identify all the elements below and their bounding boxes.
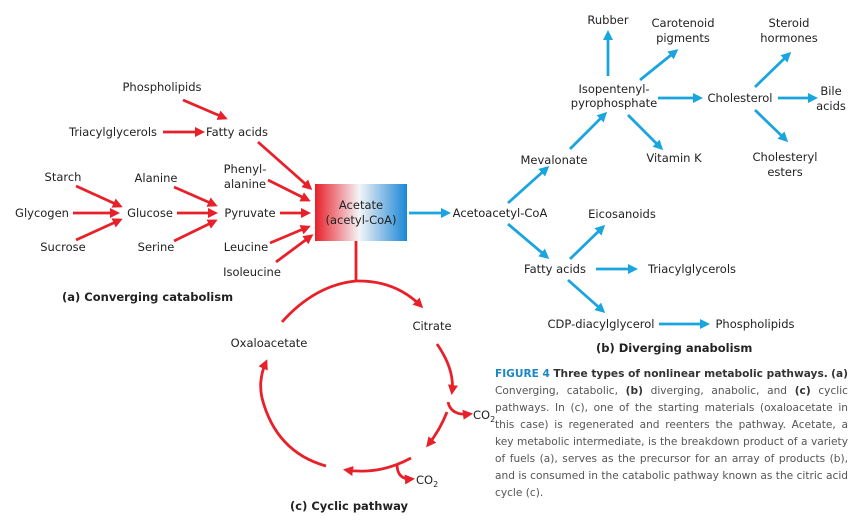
label-phenylalanine-2: alanine xyxy=(224,177,266,191)
label-pyruvate: Pyruvate xyxy=(224,206,275,220)
arrow-to-oxaloacetate xyxy=(258,359,327,468)
arrow-phenylalanine-to-acetate xyxy=(267,178,311,202)
arrow-fatty-acids-to-cdp xyxy=(567,278,606,314)
arrow-acetoacetyl-to-fatty-acids xyxy=(507,222,550,259)
label-isopentenyl-1: Isopentenyl- xyxy=(578,82,649,96)
arrow-leucine-to-acetate xyxy=(269,225,311,245)
label-fatty-acids-out: Fatty acids xyxy=(524,262,586,276)
node-labels: Phospholipids Triacylglycerols Fatty aci… xyxy=(15,13,846,489)
label-citrate: Citrate xyxy=(412,319,451,333)
label-glucose: Glucose xyxy=(127,206,173,220)
arrow-sucrose-to-glucose xyxy=(75,218,123,242)
label-oxaloacetate: Oxaloacetate xyxy=(231,336,308,350)
label-bile-2: acids xyxy=(816,99,846,113)
caption-heading: Three types of nonlinear metabolic pathw… xyxy=(553,368,828,380)
label-isoleucine: Isoleucine xyxy=(223,265,281,279)
label-glycogen: Glycogen xyxy=(15,206,69,220)
arrow-alanine-to-pyruvate xyxy=(173,185,218,207)
label-cdp-diacylglycerol: CDP-diacylglycerol xyxy=(548,317,655,331)
arrow-oxaloacetate-to-entry xyxy=(280,279,357,323)
converging-arrows xyxy=(73,98,314,264)
label-acetoacetyl-coa: Acetoacetyl-CoA xyxy=(453,206,548,220)
arrow-co2-release-1 xyxy=(446,401,474,420)
arrow-isopentenyl-to-vitamin-k xyxy=(627,114,664,151)
label-rubber: Rubber xyxy=(587,13,628,27)
label-triacylglycerols-out: Triacylglycerols xyxy=(647,262,736,276)
label-serine: Serine xyxy=(138,240,175,254)
arrow-phospholipids-to-fatty-acids xyxy=(182,98,228,120)
arrow-serine-to-pyruvate xyxy=(173,219,218,243)
label-acetate-2: (acetyl-CoA) xyxy=(325,213,396,227)
arrow-acetoacetyl-to-mevalonate xyxy=(507,165,550,205)
label-isopentenyl-2: pyrophosphate xyxy=(571,96,657,110)
label-phospholipids-out: Phospholipids xyxy=(715,317,794,331)
label-fatty-acids-in: Fatty acids xyxy=(206,125,268,139)
arrow-isoleucine-to-acetate xyxy=(275,234,314,264)
arrow-cholesterol-to-steroid xyxy=(754,51,792,89)
label-phenylalanine-1: Phenyl- xyxy=(224,162,267,176)
diverging-arrows xyxy=(409,29,819,330)
label-sucrose: Sucrose xyxy=(40,240,86,254)
panel-titles: (a) Converging catabolism (b) Diverging … xyxy=(62,290,752,513)
label-co2-1: CO2 xyxy=(473,408,495,424)
label-eicosanoids: Eicosanoids xyxy=(588,207,656,221)
label-alanine: Alanine xyxy=(135,171,178,185)
caption-text-1: Converging, catabolic, xyxy=(495,385,618,397)
label-leucine: Leucine xyxy=(224,240,268,254)
label-acetate-1: Acetate xyxy=(339,198,383,212)
label-phospholipids-in: Phospholipids xyxy=(122,80,201,94)
arrow-cholesterol-to-cholesteryl xyxy=(754,108,789,143)
arrow-starch-to-glucose xyxy=(75,184,123,208)
label-mevalonate: Mevalonate xyxy=(520,153,587,167)
label-cholesteryl-1: Cholesteryl xyxy=(753,150,818,164)
label-vitamin-k: Vitamin K xyxy=(646,151,702,165)
label-starch: Starch xyxy=(45,170,82,184)
label-steroid-2: hormones xyxy=(760,31,817,45)
arrow-citrate-down xyxy=(435,343,458,395)
panel-c-title: (c) Cyclic pathway xyxy=(290,499,409,513)
figure-caption: FIGURE 4 Three types of nonlinear metabo… xyxy=(495,366,848,502)
label-triacylglycerols-in: Triacylglycerols xyxy=(68,125,157,139)
caption-text-2: diverging, anabolic, and xyxy=(650,385,788,397)
label-steroid-1: Steroid xyxy=(769,16,810,30)
caption-marker-c: (c) xyxy=(794,385,811,397)
arrow-fatty-acids-to-eicosanoids xyxy=(569,224,606,261)
label-bile-1: Bile xyxy=(820,84,841,98)
cyclic-arrows xyxy=(258,241,474,485)
arrow-co2-release-2 xyxy=(395,463,416,485)
label-carotenoid-1: Carotenoid xyxy=(652,16,715,30)
label-co2-2: CO2 xyxy=(416,473,438,489)
label-cholesterol: Cholesterol xyxy=(708,91,773,105)
acetate-box xyxy=(315,184,407,241)
figure-label: FIGURE 4 xyxy=(495,368,550,380)
label-carotenoid-2: pigments xyxy=(656,31,710,45)
arrow-entry-to-citrate xyxy=(355,279,424,309)
arrow-to-lower-right xyxy=(426,411,449,448)
panel-b-title: (b) Diverging anabolism xyxy=(596,341,752,355)
caption-marker-a: (a) xyxy=(831,368,849,380)
label-cholesteryl-2: esters xyxy=(767,165,802,179)
arrow-fatty-acids-to-acetate xyxy=(257,140,313,191)
arrow-to-bottom xyxy=(343,456,412,477)
panel-a-title: (a) Converging catabolism xyxy=(62,290,233,304)
caption-marker-b: (b) xyxy=(625,385,643,397)
arrow-mevalonate-to-isopentenyl xyxy=(569,111,608,150)
arrow-isopentenyl-to-carotenoid xyxy=(639,49,679,82)
caption-text-3: cyclic pathways. In (c), one of the star… xyxy=(495,385,848,499)
